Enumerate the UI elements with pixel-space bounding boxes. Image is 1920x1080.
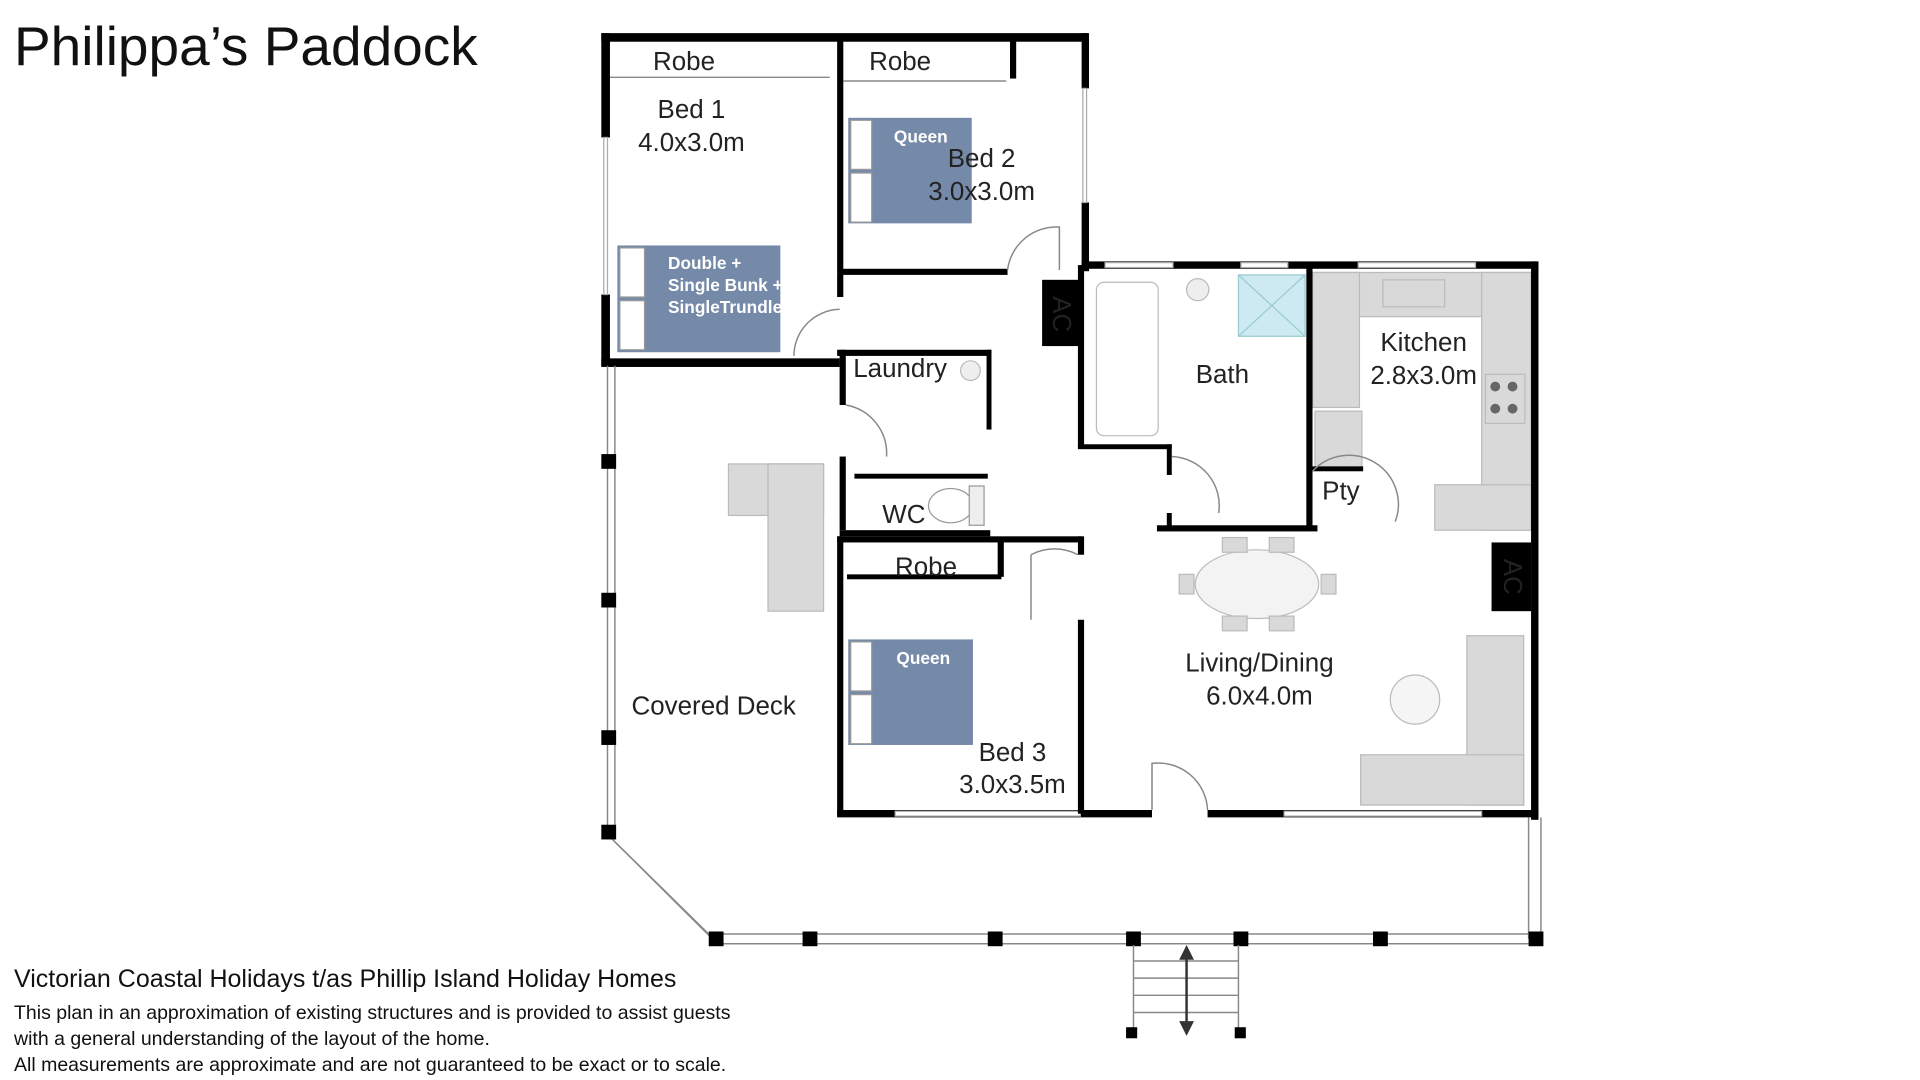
kitchen-size: 2.8x3.0m	[1370, 362, 1477, 390]
bed-3-label: Bed 3	[979, 739, 1047, 767]
kitchen-label: Kitchen	[1380, 329, 1466, 357]
bath-fixtures	[927, 274, 1306, 526]
living-dining-label: Living/Dining	[1185, 649, 1333, 677]
bed-3-bed-label: Queen	[896, 648, 950, 668]
disclaimer-line: All measurements are approximate and are…	[14, 1054, 727, 1076]
bed-1-robe-label: Robe	[653, 48, 715, 76]
bed-2-furniture: Queen	[848, 117, 972, 224]
bed-3-furniture: Queen	[848, 639, 973, 745]
walls	[601, 33, 1539, 820]
bed-1-bed-line: SingleTrundle	[668, 297, 782, 317]
bed-1-bed-line: Double +	[668, 253, 741, 273]
page-title: Philippa’s Paddock	[14, 15, 478, 77]
bed-3-size: 3.0x3.5m	[959, 771, 1066, 799]
bed-1-label: Bed 1	[658, 96, 726, 124]
living-furniture	[727, 463, 1525, 806]
bed-1-size: 4.0x3.0m	[638, 129, 745, 157]
stairs	[1126, 945, 1246, 1039]
bed-2-robe-label: Robe	[869, 48, 931, 76]
wc-label: WC	[882, 501, 925, 529]
bed-2-bed-label: Queen	[894, 126, 948, 146]
pantry-label: Pty	[1322, 478, 1360, 506]
company-name: Victorian Coastal Holidays t/as Phillip …	[14, 965, 677, 993]
ac-label: AC	[1498, 559, 1526, 595]
living-dining-size: 6.0x4.0m	[1206, 683, 1313, 711]
laundry-label: Laundry	[853, 355, 947, 383]
covered-deck-label: Covered Deck	[632, 692, 796, 720]
bath-label: Bath	[1196, 361, 1249, 389]
kitchen-counters	[1311, 271, 1532, 531]
bed-1-bed-line: Single Bunk +	[668, 275, 783, 295]
disclaimer-line: with a general understanding of the layo…	[14, 1028, 490, 1050]
bed-2-label: Bed 2	[948, 145, 1016, 173]
footer: Victorian Coastal Holidays t/as Phillip …	[14, 965, 730, 1078]
covered-deck-outline	[601, 365, 1544, 947]
ac-label: AC	[1047, 296, 1075, 332]
bed-2-size: 3.0x3.0m	[928, 178, 1035, 206]
bed-3-robe-label: Robe	[895, 554, 957, 582]
bed-1-furniture: Double + Single Bunk + SingleTrundle	[617, 245, 783, 353]
disclaimer-line: This plan in an approximation of existin…	[14, 1002, 731, 1024]
